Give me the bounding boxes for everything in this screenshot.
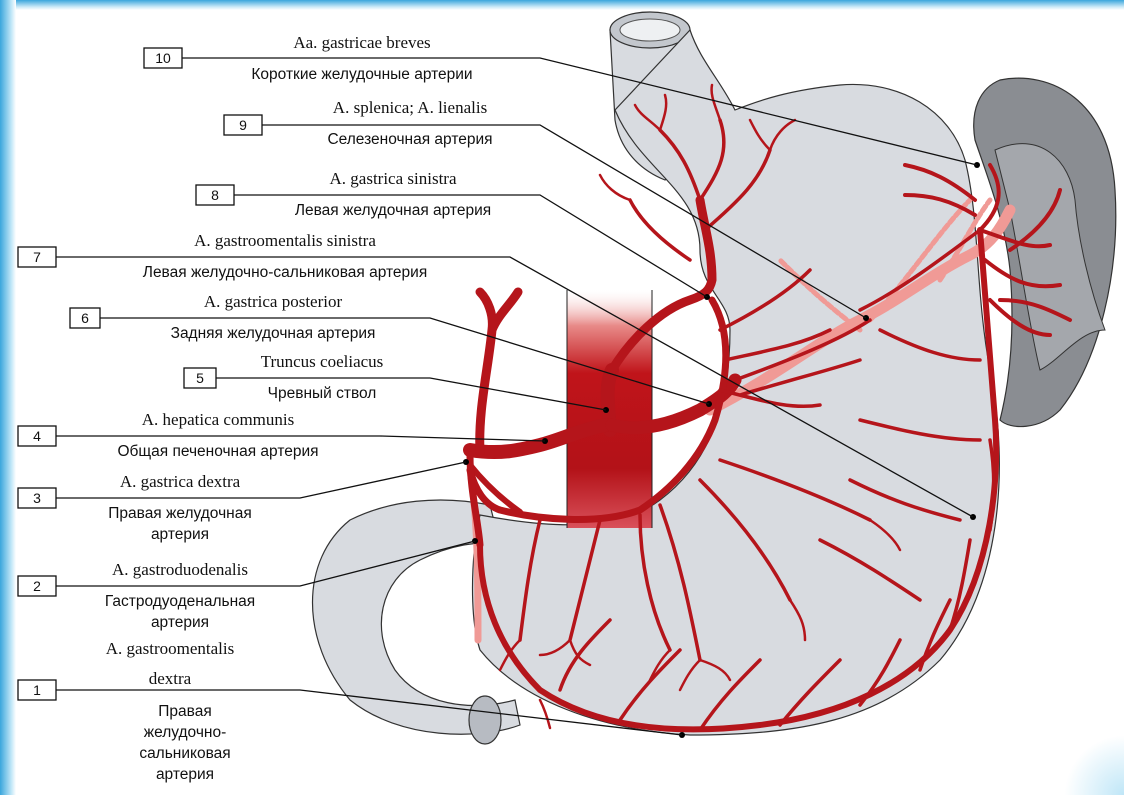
num-6: 6 (81, 310, 89, 326)
label-4-ru: Общая печеночная артерия (117, 443, 318, 460)
label-3-ru-1: Правая желудочная (108, 505, 252, 522)
label-7-ru: Левая желудочно-сальниковая артерия (143, 264, 427, 281)
num-9: 9 (239, 117, 247, 133)
num-3: 3 (33, 490, 41, 506)
label-8-ru: Левая желудочная артерия (295, 202, 491, 219)
label-3-ru-2: артерия (151, 526, 209, 543)
num-2: 2 (33, 578, 41, 594)
hepatic-proper-artery (480, 292, 518, 452)
label-2-latin: A. gastroduodenalis (112, 560, 248, 579)
label-1-ru-2: желудочно- (144, 724, 227, 741)
label-9-latin: A. splenica; A. lienalis (333, 98, 487, 117)
label-9-ru: Селезеночная артерия (327, 131, 492, 148)
num-10: 10 (155, 50, 171, 66)
num-7: 7 (33, 249, 41, 265)
label-5-ru: Чревный ствол (268, 385, 377, 402)
label-6-ru: Задняя желудочная артерия (171, 325, 376, 342)
label-4-latin: A. hepatica communis (142, 410, 295, 429)
label-6-latin: A. gastrica posterior (204, 292, 343, 311)
num-4: 4 (33, 428, 41, 444)
label-1-ru-3: сальниковая (139, 745, 230, 762)
label-7-latin: A. gastroomentalis sinistra (194, 231, 376, 250)
label-10-ru: Короткие желудочные артерии (251, 66, 472, 83)
label-2-ru-2: артерия (151, 614, 209, 631)
label-5-latin: Truncus coeliacus (261, 352, 384, 371)
duodenum-opening (469, 696, 501, 744)
label-1-latin-2: dextra (149, 669, 192, 688)
label-1-ru-4: артерия (156, 766, 214, 783)
labels: Aa. gastricae breves Короткие желудочные… (105, 33, 493, 783)
label-10-latin: Aa. gastricae breves (293, 33, 430, 52)
label-8-latin: A. gastrica sinistra (330, 169, 457, 188)
num-8: 8 (211, 187, 219, 203)
spleen (974, 78, 1116, 426)
num-1: 1 (33, 682, 41, 698)
label-1-ru-1: Правая (158, 703, 211, 720)
label-3-latin: A. gastrica dextra (120, 472, 241, 491)
label-1-latin: A. gastroomentalis (106, 639, 234, 658)
label-2-ru-1: Гастродуоденальная (105, 593, 255, 610)
leader-3 (56, 462, 466, 498)
leader-4 (56, 436, 545, 441)
esophagus-lumen (620, 19, 680, 41)
num-5: 5 (196, 370, 204, 386)
